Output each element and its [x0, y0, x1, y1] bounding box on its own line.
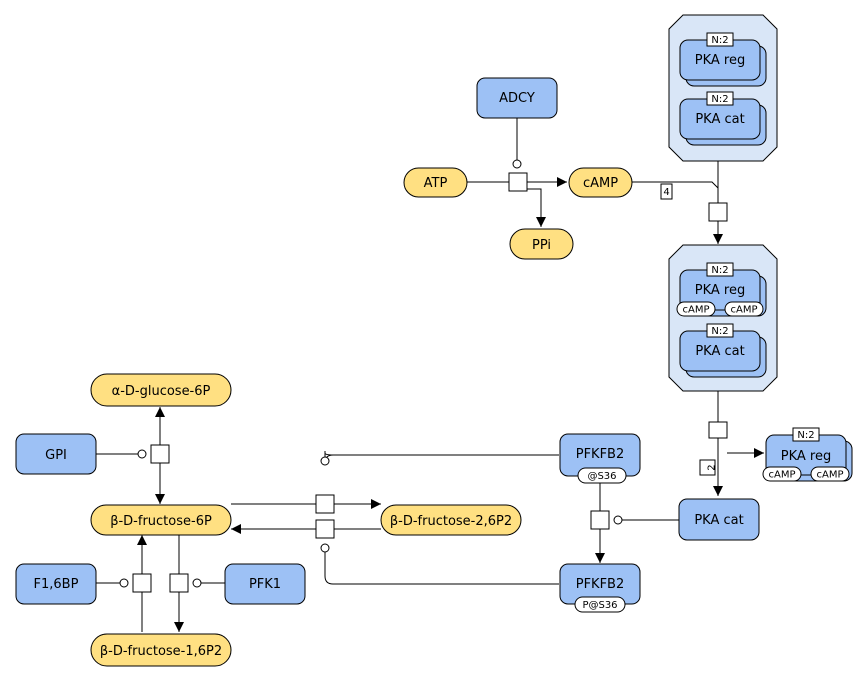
process-pka-dissociation[interactable] [708, 421, 728, 439]
catalysis-pfkfb2-p-circle [320, 543, 330, 553]
catalysis-pka-cat-circle [613, 515, 623, 525]
svg-text:N:2: N:2 [711, 326, 728, 337]
svg-text:β-D-fructose-1,6P2: β-D-fructose-1,6P2 [100, 644, 222, 659]
pka-cat-multimer-2: PKA cat N:2 [679, 323, 767, 378]
camp-state-variable [724, 301, 764, 317]
stoich-2: 2 [699, 459, 718, 476]
process-pka-activation[interactable] [708, 202, 728, 222]
catalysis-pfkfb2-arc-2 [324, 452, 334, 456]
production-ppi-arc [527, 188, 546, 227]
pka-reg-free-node[interactable]: PKA reg N:2 cAMP cAMP [762, 427, 853, 482]
arcs [96, 118, 764, 632]
camp-state-variable [762, 466, 802, 482]
svg-text:cAMP: cAMP [731, 305, 758, 316]
svg-text:P@S36: P@S36 [582, 600, 617, 611]
svg-text:PKA reg: PKA reg [695, 283, 745, 298]
process-gpi[interactable] [150, 444, 170, 464]
pka-reg-camp-multimer: PKA reg N:2 cAMP cAMP [676, 262, 767, 317]
pka-holoenzyme-complex[interactable]: PKA reg N:2 PKA cat N:2 [668, 14, 778, 162]
svg-text:PKA reg: PKA reg [781, 449, 831, 464]
pka-reg-multimer: PKA reg N:2 [679, 32, 767, 87]
ps36-state-variable [574, 596, 626, 613]
svg-text:@S36: @S36 [587, 471, 616, 482]
f16bp-node[interactable]: F1,6BP [15, 563, 97, 605]
camp-state-variable [676, 301, 716, 317]
process-f26p2-synthesis[interactable] [315, 494, 335, 514]
svg-text:cAMP: cAMP [683, 305, 710, 316]
process-pfkfb2-phosphorylation[interactable] [590, 510, 610, 530]
pka-cat-free-node[interactable]: PKA cat [678, 498, 760, 541]
svg-text:ATP: ATP [424, 176, 448, 191]
camp-node[interactable]: cAMP [568, 167, 633, 198]
svg-text:PFK1: PFK1 [249, 577, 281, 592]
svg-text:β-D-fructose-2,6P2: β-D-fructose-2,6P2 [390, 514, 512, 529]
svg-text:4: 4 [663, 187, 669, 198]
svg-text:α-D-glucose-6P: α-D-glucose-6P [112, 384, 211, 399]
f26p2-node[interactable]: β-D-fructose-2,6P2 [380, 504, 522, 536]
catalysis-pfk1-circle [192, 578, 202, 588]
atp-node[interactable]: ATP [403, 167, 468, 198]
process-pfk1[interactable] [169, 573, 189, 593]
svg-text:β-D-fructose-6P: β-D-fructose-6P [110, 514, 212, 529]
glucose-6p-node[interactable]: α-D-glucose-6P [90, 373, 232, 407]
consumption-camp-arc [632, 181, 719, 203]
pfk1-node[interactable]: PFK1 [224, 563, 306, 605]
process-f26p2-degradation[interactable] [315, 519, 335, 539]
pka-camp-complex[interactable]: PKA reg N:2 cAMP cAMP PKA cat N:2 [668, 244, 778, 392]
svg-text:PKA cat: PKA cat [695, 344, 744, 359]
catalysis-pfkfb2-arc [324, 451, 559, 464]
svg-text:N:2: N:2 [711, 35, 728, 46]
svg-text:PKA cat: PKA cat [695, 112, 744, 127]
process-nodes [132, 172, 728, 593]
svg-text:PFKFB2: PFKFB2 [576, 577, 625, 592]
pfkfb2-node[interactable]: PFKFB2 @S36 [559, 433, 641, 484]
s36-state-variable [577, 467, 627, 484]
catalysis-pfkfb2-circle [320, 456, 330, 466]
svg-text:ADCY: ADCY [499, 91, 535, 106]
svg-text:N:2: N:2 [711, 94, 728, 105]
gpi-node[interactable]: GPI [15, 433, 97, 475]
svg-text:PKA reg: PKA reg [695, 53, 745, 68]
stoich-4: 4 [660, 183, 673, 200]
svg-text:GPI: GPI [45, 448, 67, 463]
catalysis-gpi-circle [137, 449, 147, 459]
camp-state-variable [810, 466, 850, 482]
pka-cat-multimer: PKA cat N:2 [679, 91, 767, 146]
pfkfb2-p-node[interactable]: PFKFB2 P@S36 [559, 563, 641, 613]
svg-text:cAMP: cAMP [583, 176, 618, 191]
process-camp-synthesis[interactable] [508, 172, 528, 192]
svg-text:PFKFB2: PFKFB2 [576, 447, 625, 462]
svg-text:PPi: PPi [532, 238, 551, 253]
process-fbp[interactable] [132, 573, 152, 593]
adcy-node[interactable]: ADCY [476, 77, 558, 119]
svg-text:cAMP: cAMP [817, 470, 844, 481]
svg-text:2: 2 [707, 464, 718, 470]
fructose-6p-node[interactable]: β-D-fructose-6P [90, 504, 232, 536]
catalysis-f16bp-circle [119, 578, 129, 588]
ppi-node[interactable]: PPi [509, 228, 574, 260]
catalysis-adcy-circle [512, 159, 522, 169]
svg-text:PKA cat: PKA cat [694, 513, 743, 528]
svg-text:F1,6BP: F1,6BP [34, 577, 79, 592]
fructose-16p2-node[interactable]: β-D-fructose-1,6P2 [90, 633, 232, 667]
svg-text:cAMP: cAMP [769, 470, 796, 481]
catalysis-pfkfb2-p-arc [324, 552, 559, 585]
svg-text:N:2: N:2 [797, 430, 814, 441]
svg-text:N:2: N:2 [711, 265, 728, 276]
